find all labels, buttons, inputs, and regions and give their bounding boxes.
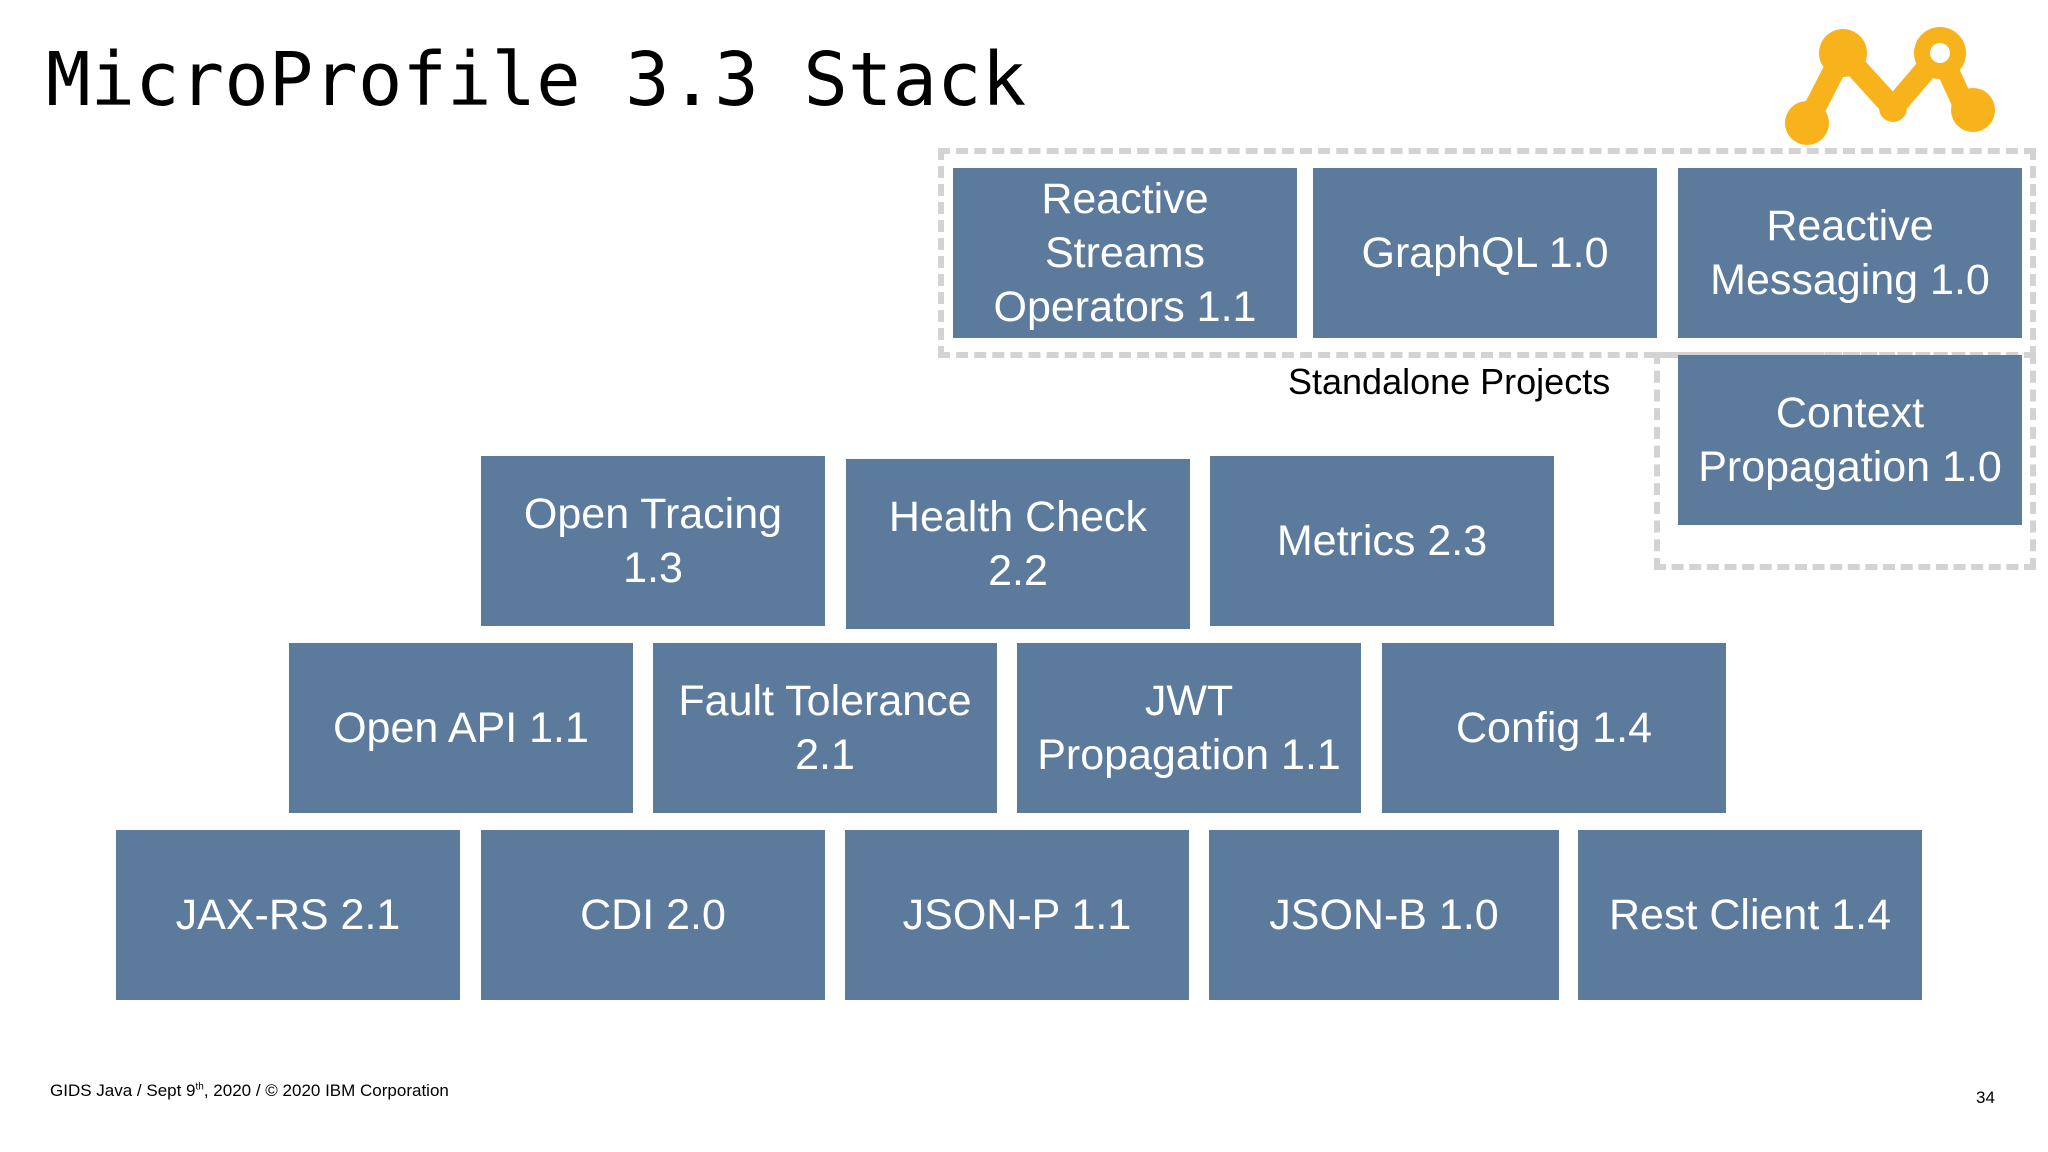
footer-text-start: GIDS Java / Sept 9 [50, 1081, 196, 1100]
page-number: 34 [1976, 1088, 1995, 1107]
box-context-propagation: Context Propagation 1.0 [1678, 355, 2022, 525]
box-json-b: JSON-B 1.0 [1209, 830, 1559, 1000]
box-rest-client: Rest Client 1.4 [1578, 830, 1922, 1000]
box-health-check: Health Check 2.2 [846, 459, 1190, 629]
box-metrics: Metrics 2.3 [1210, 456, 1554, 626]
box-config: Config 1.4 [1382, 643, 1726, 813]
box-jax-rs: JAX-RS 2.1 [116, 830, 460, 1000]
box-reactive-streams-operators: Reactive Streams Operators 1.1 [953, 168, 1297, 338]
footer-text-end: , 2020 / © 2020 IBM Corporation [203, 1081, 449, 1100]
box-open-api: Open API 1.1 [289, 643, 633, 813]
box-jwt-propagation: JWT Propagation 1.1 [1017, 643, 1361, 813]
box-fault-tolerance: Fault Tolerance 2.1 [653, 643, 997, 813]
box-cdi: CDI 2.0 [481, 830, 825, 1000]
box-graphql: GraphQL 1.0 [1313, 168, 1657, 338]
footer-superscript: th [195, 1081, 204, 1093]
box-open-tracing: Open Tracing 1.3 [481, 456, 825, 626]
microprofile-logo-icon [1785, 27, 1995, 145]
standalone-projects-label: Standalone Projects [1288, 361, 1611, 402]
slide-footer: GIDS Java / Sept 9th, 2020 / © 2020 IBM … [50, 1080, 449, 1102]
box-json-p: JSON-P 1.1 [845, 830, 1189, 1000]
box-reactive-messaging: Reactive Messaging 1.0 [1678, 168, 2022, 338]
slide-title: MicroProfile 3.3 Stack [46, 37, 1027, 123]
